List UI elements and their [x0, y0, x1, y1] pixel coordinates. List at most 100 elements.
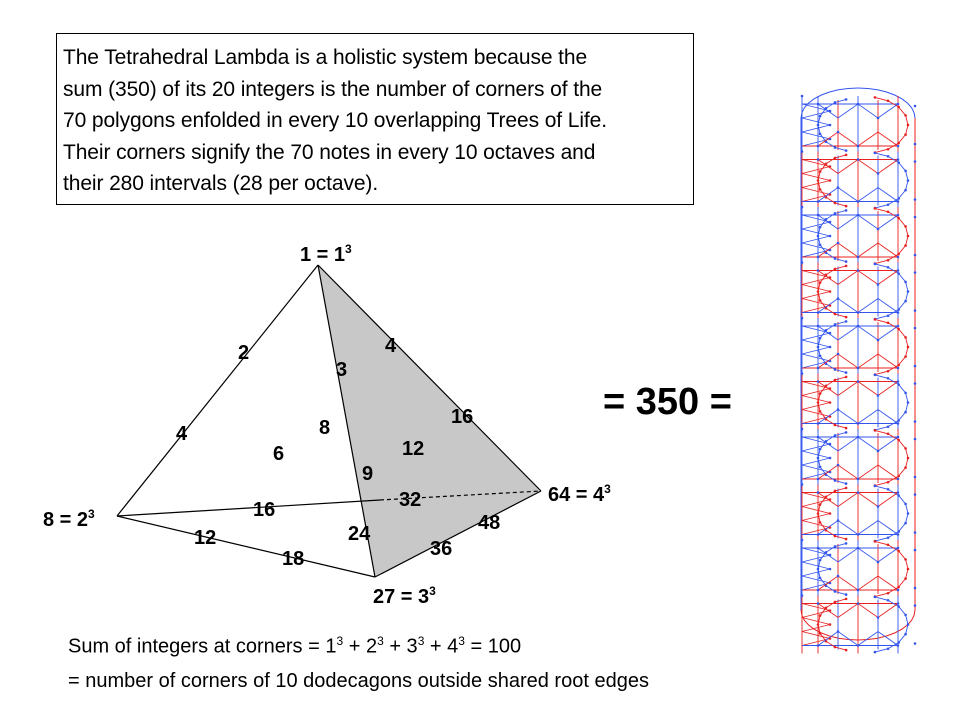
polygon-vertex — [833, 600, 837, 604]
polygon-edge — [801, 603, 831, 618]
edge-left-right — [116, 499, 381, 517]
polygon-vertex — [913, 604, 917, 607]
polygon-vertex — [897, 216, 900, 220]
polygon-vertex — [816, 234, 820, 238]
polygon-edge — [801, 492, 831, 507]
polygon-vertex — [816, 311, 820, 314]
polygon-vertex — [816, 401, 820, 404]
polygon-vertex — [836, 408, 840, 411]
polygon-vertex — [897, 141, 900, 145]
polygon-vertex — [818, 188, 822, 191]
polygon-vertex — [897, 252, 900, 256]
polygon-vertex — [844, 98, 848, 101]
polygon-edge — [857, 87, 916, 119]
polygon-vertex — [828, 345, 832, 349]
polygon-vertex — [833, 257, 837, 260]
polygon-vertex — [833, 156, 837, 160]
polygon-vertex — [906, 179, 910, 182]
polygon-vertex — [816, 255, 820, 259]
polygon-vertex — [816, 345, 820, 349]
polygon-vertex — [906, 234, 910, 238]
polygon-vertex — [896, 158, 900, 161]
polygon-vertex — [856, 380, 860, 383]
polygon-vertex — [873, 262, 877, 266]
polygon-vertex — [904, 114, 907, 117]
polygon-vertex — [886, 321, 890, 325]
polygon-vertex — [873, 96, 877, 99]
polygon-vertex — [913, 142, 917, 146]
polygon-vertex — [818, 170, 822, 173]
polygon-vertex — [906, 456, 910, 460]
polygon-vertex — [896, 533, 900, 536]
polygon-vertex — [856, 269, 860, 272]
polygon-vertex — [897, 419, 900, 422]
polygon-vertex — [818, 503, 822, 506]
polygon-vertex — [913, 104, 917, 108]
polygon-vertex — [876, 560, 880, 564]
polygon-vertex — [886, 265, 890, 269]
polygon-edge — [801, 506, 831, 521]
polygon-vertex — [844, 209, 848, 212]
shaded-face — [318, 265, 541, 577]
polygon-vertex — [856, 533, 860, 536]
polygon-edge — [801, 270, 831, 285]
polygon-vertex — [913, 326, 917, 330]
polygon-vertex — [886, 376, 890, 380]
polygon-vertex — [844, 315, 848, 319]
polygon-vertex — [844, 260, 848, 263]
polygon-vertex — [886, 536, 890, 540]
tetra-number: 36 — [430, 538, 452, 560]
polygon-edge — [874, 596, 909, 653]
polygon-vertex — [816, 290, 820, 293]
tetra-number: 4 — [176, 423, 188, 445]
polygon-vertex — [904, 577, 907, 580]
polygon-vertex — [896, 380, 900, 383]
polygon-edge — [801, 547, 831, 563]
polygon-vertex — [836, 352, 840, 356]
polygon-vertex — [800, 150, 804, 153]
polygon-vertex — [913, 253, 917, 257]
polygon-vertex — [816, 533, 820, 536]
polygon-vertex — [904, 391, 907, 395]
vertex-label-right: 64 = 43 — [548, 482, 611, 506]
polygon-vertex — [876, 338, 880, 342]
polygon-vertex — [904, 225, 907, 228]
polygon-vertex — [897, 549, 900, 553]
polygon-vertex — [897, 474, 900, 478]
polygon-vertex — [886, 432, 890, 436]
polygon-vertex — [896, 366, 900, 370]
edge-top-right — [317, 264, 542, 492]
polygon-vertex — [816, 435, 820, 439]
polygon-vertex — [828, 123, 832, 127]
polygon-vertex — [897, 530, 900, 533]
polygon-vertex — [896, 102, 900, 106]
polygon-vertex — [856, 102, 860, 106]
polygon-vertex — [897, 105, 900, 109]
polygon-vertex — [856, 602, 860, 605]
polygon-edge — [874, 374, 909, 431]
polygon-vertex — [836, 630, 840, 633]
tetra-number: 12 — [402, 438, 424, 460]
polygon-vertex — [856, 477, 860, 481]
polygon-vertex — [828, 456, 832, 460]
polygon-vertex — [816, 380, 820, 383]
polygon-vertex — [844, 426, 848, 430]
polygon-edge — [874, 540, 909, 598]
polygon-vertex — [904, 447, 907, 450]
polygon-vertex — [800, 483, 804, 486]
polygon-vertex — [876, 172, 880, 175]
polygon-edge — [801, 436, 831, 452]
polygon-vertex — [818, 114, 822, 118]
polygon-vertex — [818, 392, 822, 395]
polygon-vertex — [818, 447, 822, 451]
polygon-vertex — [833, 489, 837, 493]
polygon-edge — [801, 409, 831, 424]
polygon-vertex — [800, 261, 804, 264]
polygon-vertex — [816, 588, 820, 592]
trees-of-life-polygons — [800, 87, 917, 654]
tetra-number: 32 — [399, 489, 421, 511]
polygon-vertex — [876, 116, 880, 120]
edge-top-bottom — [317, 264, 376, 578]
polygon-vertex — [904, 336, 907, 339]
polygon-vertex — [896, 144, 900, 148]
